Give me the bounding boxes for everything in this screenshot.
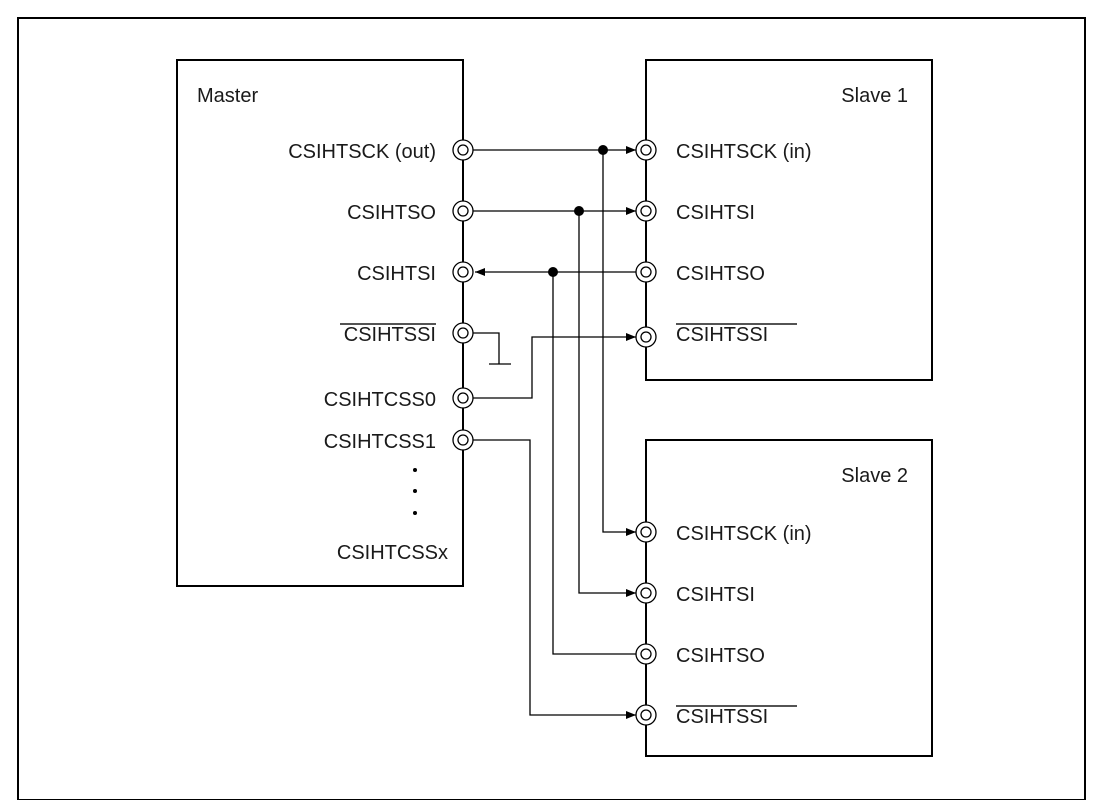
master-pin-so-label: CSIHTSO [347, 202, 436, 224]
slave2-title: Slave 2 [841, 465, 908, 487]
master-sck-pin-icon [452, 139, 474, 161]
slave1-so-pin-icon [635, 261, 657, 283]
slave1-block: Slave 1 CSIHTSCK (in) CSIHTSI CSIHTSO CS… [645, 59, 933, 381]
slave2-so-pin-icon [635, 643, 657, 665]
wires [473, 145, 636, 719]
junction-so [574, 206, 584, 216]
master-css1-pin-icon [452, 429, 474, 451]
master-pin-si-label: CSIHTSI [357, 263, 436, 285]
junction-si [548, 267, 558, 277]
pin-connectors [452, 139, 657, 726]
slave2-ssi-pin-icon [635, 704, 657, 726]
wire-css1-to-slave2-ssi [473, 439, 636, 719]
master-pin-sck-label: CSIHTSCK (out) [288, 141, 436, 163]
slave1-title: Slave 1 [841, 85, 908, 107]
master-pin-ssi-label: CSIHTSSI [344, 324, 436, 346]
figure-frame [17, 17, 1086, 800]
wire-css0-to-slave1-ssi [473, 333, 636, 399]
wire-sck-branch-to-slave2 [602, 150, 636, 536]
wire-master-ssi-ground [473, 332, 500, 364]
master-title: Master [197, 85, 258, 107]
slave1-sck-pin-icon [635, 139, 657, 161]
slave2-block: Slave 2 CSIHTSCK (in) CSIHTSI CSIHTSO CS… [645, 439, 933, 757]
slave2-pin-ssi-label: CSIHTSSI [676, 706, 768, 728]
master-pin-css0-label: CSIHTCSS0 [324, 389, 436, 411]
master-css0-pin-icon [452, 387, 474, 409]
master-block: Master CSIHTSCK (out) CSIHTSO CSIHTSI CS… [176, 59, 464, 587]
slave1-pin-ssi-label: CSIHTSSI [676, 324, 768, 346]
slave1-pin-so-label: CSIHTSO [676, 263, 765, 285]
slave1-si-pin-icon [635, 200, 657, 222]
master-pin-cssx-label: CSIHTCSSx [337, 542, 448, 564]
slave1-pin-sck-label: CSIHTSCK (in) [676, 141, 812, 163]
slave2-si-pin-icon [635, 582, 657, 604]
master-box [176, 59, 464, 587]
slave2-pin-sck-label: CSIHTSCK (in) [676, 523, 812, 545]
master-ellipsis-dots [413, 468, 417, 515]
master-pin-css1-label: CSIHTCSS1 [324, 431, 436, 453]
master-si-pin-icon [452, 261, 474, 283]
slave1-pin-si-label: CSIHTSI [676, 202, 755, 224]
slave1-ssi-pin-icon [635, 326, 657, 348]
master-ssi-pin-icon [452, 322, 474, 344]
wire-slave2-so-to-junction [552, 272, 636, 655]
slave2-pin-si-label: CSIHTSI [676, 584, 755, 606]
slave2-box [645, 439, 933, 757]
slave1-box [645, 59, 933, 381]
wire-so-branch-to-slave2 [578, 211, 636, 597]
junction-sck [598, 145, 608, 155]
slave2-pin-so-label: CSIHTSO [676, 645, 765, 667]
master-so-pin-icon [452, 200, 474, 222]
slave2-sck-pin-icon [635, 521, 657, 543]
